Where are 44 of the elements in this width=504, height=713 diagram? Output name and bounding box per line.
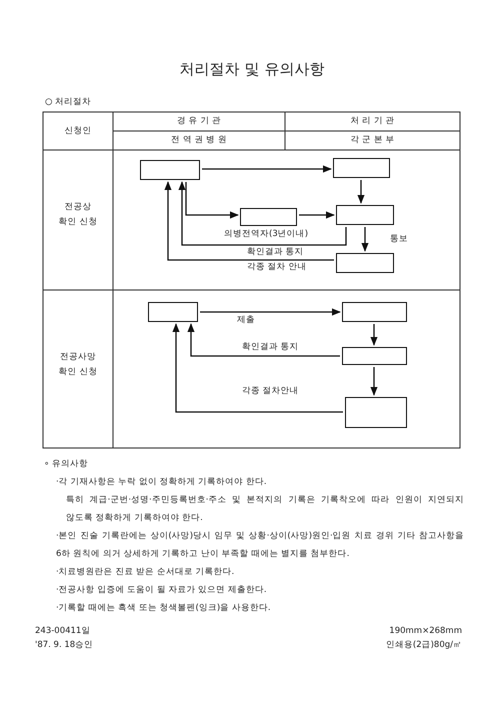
arrow — [299, 211, 335, 219]
header-text: 각 군 본 부 — [349, 134, 396, 147]
process-box — [342, 347, 407, 365]
arrow — [370, 367, 378, 396]
paper-size: 190mm×268mm — [388, 625, 462, 638]
edge-label: 제출 — [235, 314, 257, 326]
process-box — [342, 302, 407, 322]
note-text: ·기록할 때에는 흑색 또는 청색볼펜(잉크)을 사용한다. — [56, 602, 272, 615]
section-heading: ○ 처리절차 — [45, 96, 92, 109]
process-box — [333, 158, 390, 178]
header-text: 신청인 — [64, 125, 92, 138]
process-box — [148, 302, 198, 322]
header-text: 경 유 기 관 — [176, 115, 222, 128]
note-text: ·전공사항 입증에 도움이 될 자료가 있으면 제출한다. — [56, 584, 268, 597]
arrow — [357, 180, 365, 204]
header-text: 전 역 권 병 원 — [170, 134, 228, 147]
section-heading: ∘ 유의사항 — [44, 458, 90, 471]
title: 처리절차 및 유의사항 — [178, 60, 326, 79]
arrow — [164, 181, 334, 261]
arrow — [185, 182, 239, 219]
form-number: 243-00411일 — [35, 625, 92, 638]
arrow — [200, 308, 341, 316]
note-text: ·본인 진술 기록란에는 상이(사망)당시 임무 및 상황·상이(사망)원인·입원 치료 경위 기타 참고사항을 6하 원칙에 의거 상세하게 기록하고 난이 부족할 때에는 별지를 첨부한다. — [56, 530, 464, 561]
row-label: 전공사망 확인 신청 — [58, 351, 98, 379]
process-box — [336, 253, 394, 273]
header-text: 처 리 기 관 — [349, 115, 396, 128]
arrow — [187, 323, 340, 357]
process-box — [336, 205, 394, 225]
process-box — [140, 160, 200, 180]
edge-label: 통보 — [388, 233, 410, 245]
process-box — [240, 208, 297, 226]
arrow — [202, 165, 332, 173]
arrow — [361, 227, 369, 252]
note-text: ·치료병원란은 진료 받은 순서대로 기록한다. — [56, 566, 236, 579]
approval-date: '87. 9. 18승인 — [35, 639, 94, 652]
process-box — [345, 397, 407, 428]
node-caption: 의병전역자(3년이내) — [222, 228, 310, 240]
arrow — [172, 323, 343, 413]
row-label: 전공상 확인 신청 — [58, 201, 98, 229]
arrow — [178, 181, 347, 246]
note-text: ·각 기재사항은 누락 없이 정확하게 기록하여야 한다. — [56, 476, 268, 489]
paper-spec: 인쇄용(2급)80g/㎡ — [384, 639, 462, 652]
arrow — [370, 324, 378, 346]
note-text: 특히 계급·군번·성명·주민등록번호·주소 및 본적지의 기록은 기록착오에 따라 인원이 지연되지 않도록 정확하게 기록하여야 한다. — [66, 494, 464, 525]
